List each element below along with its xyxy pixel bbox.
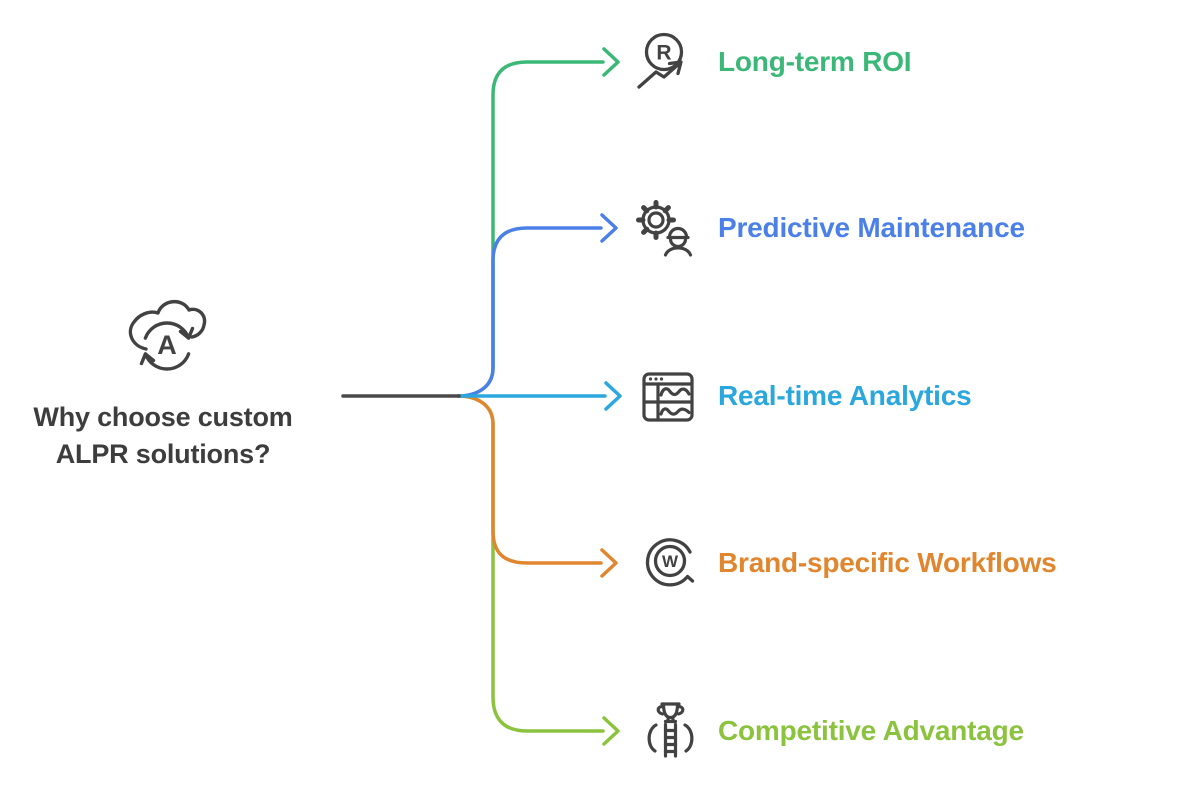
branch-label-long-term-roi: Long-term ROI bbox=[718, 46, 912, 77]
branch-label-brand-specific-workflows: Brand-specific Workflows bbox=[718, 547, 1057, 578]
refresh-arrow-top bbox=[143, 321, 195, 340]
gear-teeth bbox=[636, 200, 676, 240]
bracket-left bbox=[647, 723, 658, 753]
center-node: Why choose custom ALPR solutions? bbox=[10, 399, 316, 473]
cloud-icon-letter: A bbox=[157, 330, 177, 360]
trophy-handle-left bbox=[656, 704, 665, 716]
trophy-ladder-icon bbox=[647, 702, 694, 758]
workflow-w-circle-icon: W bbox=[645, 538, 695, 587]
branch-connector-real-time-analytics bbox=[457, 381, 622, 411]
trophy-cup bbox=[661, 702, 680, 720]
branch-connector-brand-specific-workflows bbox=[456, 394, 618, 578]
window-frame bbox=[642, 372, 694, 422]
branch-connector-long-term-roi bbox=[456, 47, 620, 398]
branch-real-time-analytics: Real-time Analytics bbox=[718, 374, 972, 418]
w-inner-ring bbox=[653, 544, 687, 578]
bracket-right bbox=[683, 723, 694, 753]
branch-predictive-maintenance: Predictive Maintenance bbox=[718, 206, 1025, 250]
branch-label-competitive-advantage: Competitive Advantage bbox=[718, 715, 1024, 746]
trophy-base bbox=[663, 715, 678, 724]
worker-figure bbox=[663, 226, 693, 257]
branch-label-real-time-analytics: Real-time Analytics bbox=[718, 380, 972, 411]
roi-letter: R bbox=[656, 42, 671, 65]
wave-chart-bottom bbox=[659, 407, 691, 416]
branch-competitive-advantage: Competitive Advantage bbox=[718, 709, 1024, 753]
registered-roi-growth-icon: R bbox=[637, 32, 684, 89]
roi-circle bbox=[644, 32, 684, 72]
center-title-line-2: ALPR solutions? bbox=[55, 439, 271, 469]
center-title-line-1: Why choose custom bbox=[33, 402, 293, 432]
branch-connector-predictive-maintenance bbox=[456, 213, 618, 398]
gear-worker-icon bbox=[636, 200, 693, 257]
worker-face bbox=[668, 237, 688, 249]
ladder bbox=[663, 722, 678, 758]
gear-hole bbox=[647, 211, 665, 229]
branch-brand-specific-workflows: Brand-specific Workflows bbox=[718, 541, 1057, 585]
branch-label-predictive-maintenance: Predictive Maintenance bbox=[718, 212, 1025, 243]
cloud-refresh-a-icon: A bbox=[128, 300, 207, 371]
refresh-arrow-bottom bbox=[139, 352, 191, 371]
w-outer-ring-tail bbox=[645, 538, 695, 587]
trophy bbox=[656, 702, 685, 724]
trophy-handle-right bbox=[676, 704, 685, 716]
worker-helmet bbox=[667, 226, 689, 239]
cloud-outline bbox=[128, 300, 207, 351]
center-title: Why choose custom ALPR solutions? bbox=[10, 399, 316, 473]
worker-shoulders bbox=[663, 246, 693, 257]
analytics-window-icon bbox=[642, 372, 694, 422]
w-letter: W bbox=[662, 552, 679, 571]
wave-chart-top bbox=[659, 387, 691, 397]
roi-growth-arrow bbox=[637, 60, 683, 89]
window-dots bbox=[648, 377, 664, 381]
branch-connector-competitive-advantage bbox=[456, 394, 620, 746]
branch-long-term-roi: Long-term ROI bbox=[718, 40, 912, 84]
